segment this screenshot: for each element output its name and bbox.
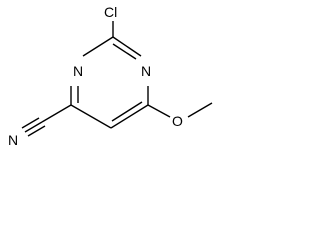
methoxy-oxygen-label: O: [172, 113, 183, 129]
bond-o-ch3: [187, 102, 213, 118]
nitrile-nitrogen-label: N: [8, 132, 18, 148]
chemical-structure-diagram: Cl N N N O: [8, 4, 213, 148]
bond-nitrile-triple-1: [24, 121, 43, 133]
bond-c2-n1-inner: [112, 43, 137, 60]
bond-c4-cnitrile: [41, 104, 72, 123]
bond-c4-c5: [70, 104, 112, 129]
ring-nitrogen-left-label: N: [73, 63, 83, 79]
bond-nitrile-triple-3: [27, 125, 46, 137]
bond-c2-n1: [112, 36, 142, 57]
ring-nitrogen-right-label: N: [141, 63, 151, 79]
bond-c5-c6: [110, 104, 149, 129]
bond-c5-c6-inner: [111, 101, 143, 122]
chlorine-label: Cl: [104, 4, 117, 20]
bond-nitrile-triple-2: [21, 117, 40, 129]
bond-c6-o: [147, 104, 171, 118]
bond-c2-n3: [82, 36, 114, 57]
